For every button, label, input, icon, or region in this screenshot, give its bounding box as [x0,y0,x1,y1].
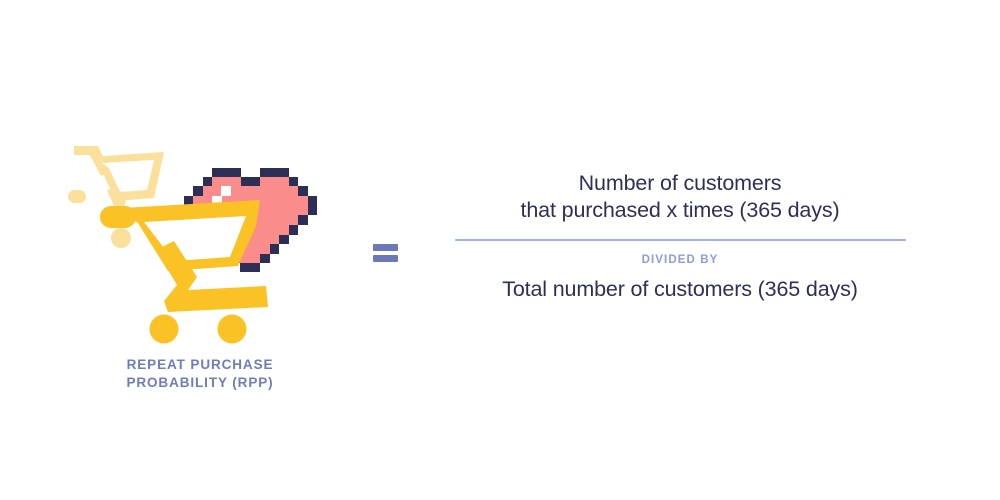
equals-bar-top [373,244,398,251]
divided-by-label: DIVIDED BY [641,254,719,266]
fraction-numerator: Number of customers that purchased x tim… [430,170,930,224]
caption-line-2: PROBABILITY (RPP) [126,374,274,390]
fraction-divider-line [454,239,906,241]
heart-highlight-pixels [212,186,231,206]
numerator-line-2: that purchased x times (365 days) [520,198,840,222]
caption-line-1: REPEAT PURCHASE [126,357,274,372]
solid-shopping-cart-icon [100,200,268,344]
equals-bar-bottom [373,255,398,262]
illustration-caption: REPEAT PURCHASE PROBABILITY (RPP) [60,356,340,391]
repeat-purchase-illustration: REPEAT PURCHASE PROBABILITY (RPP) [60,130,340,400]
numerator-line-1: Number of customers [578,171,782,195]
equals-sign [373,244,398,262]
cart-wheel-left [149,314,179,344]
shopping-cart-with-heart-icon [68,146,317,344]
formula-block: Number of customers that purchased x tim… [430,170,930,303]
cart-wheel-right [217,314,247,344]
fraction-denominator: Total number of customers (365 days) [502,277,858,301]
